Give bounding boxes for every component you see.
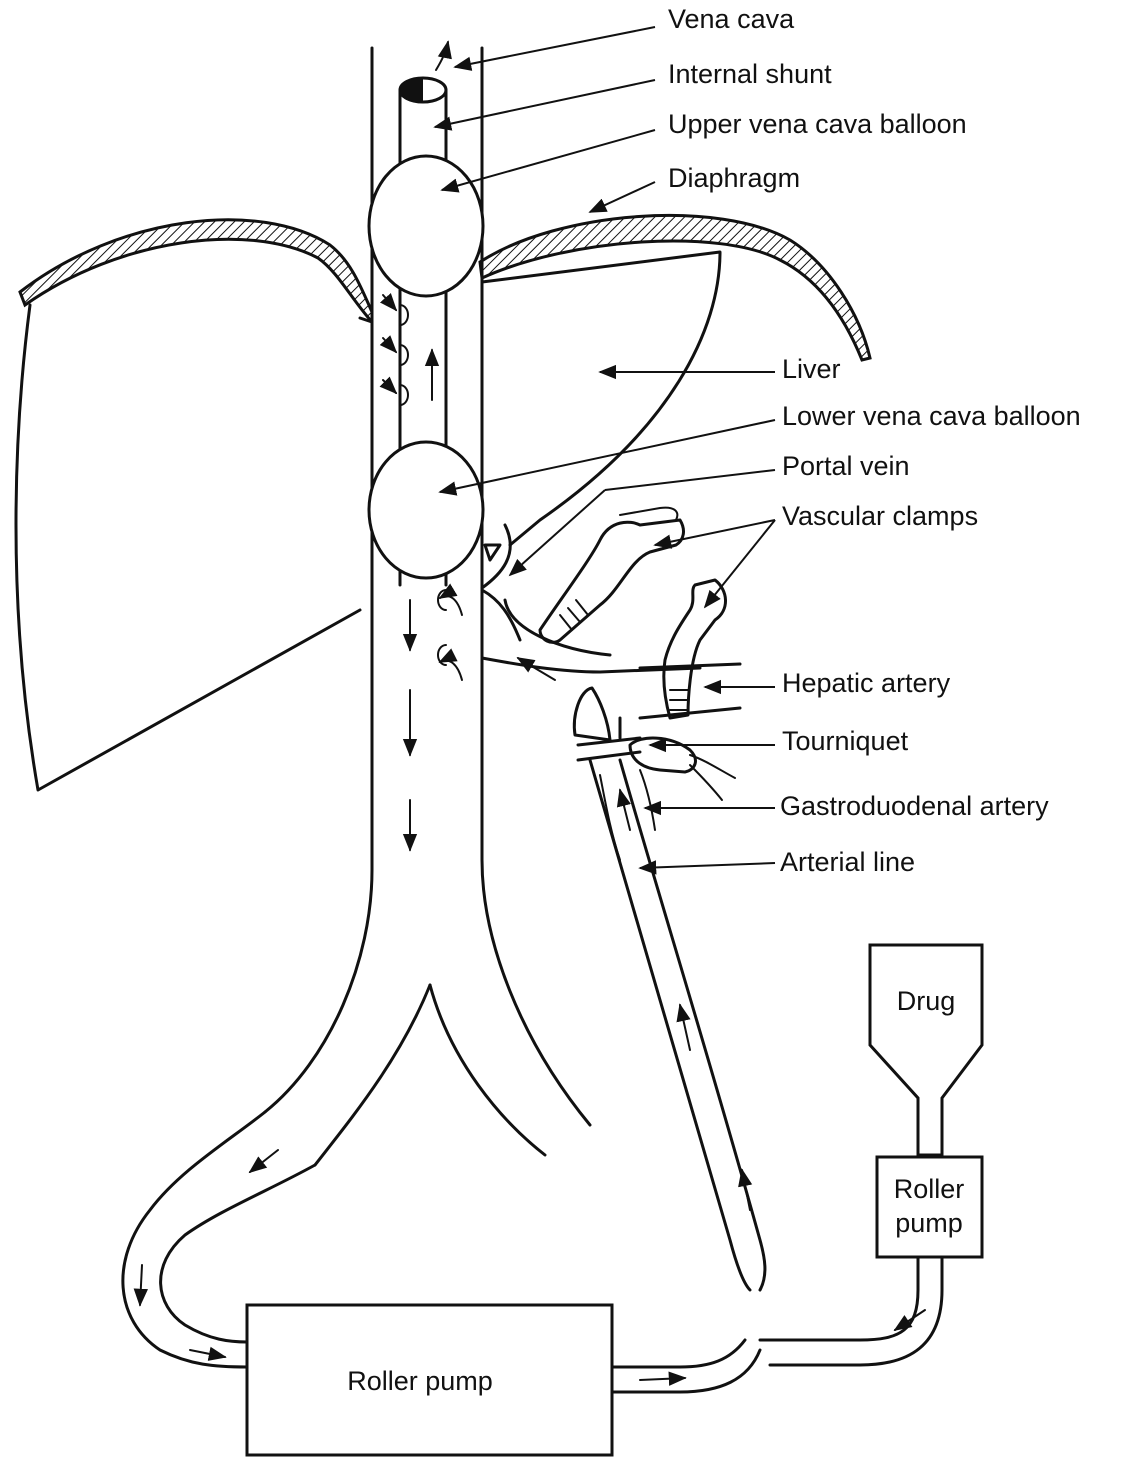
small-pump-label-line1: Roller [894, 1174, 965, 1204]
vascular-clamps [540, 508, 726, 718]
arterial-return-tubing [612, 1340, 760, 1392]
arterial-line [590, 760, 765, 1290]
label-diaphragm: Diaphragm [668, 163, 800, 193]
label-arterial-line: Arterial line [780, 847, 915, 877]
label-gastroduodenal-artery: Gastroduodenal artery [780, 791, 1049, 821]
label-internal-shunt: Internal shunt [668, 59, 832, 89]
label-upper-vena-cava-balloon: Upper vena cava balloon [668, 109, 967, 139]
small-pump-label-line2: pump [895, 1208, 963, 1238]
label-tourniquet: Tourniquet [782, 726, 909, 756]
label-hepatic-artery: Hepatic artery [782, 668, 951, 698]
label-vena-cava: Vena cava [668, 4, 795, 34]
labels: Vena cava Internal shunt Upper vena cava… [668, 4, 1081, 877]
label-liver: Liver [782, 354, 841, 384]
drug-reservoir: Drug [870, 945, 982, 1155]
lower-vena-cava-balloon [369, 442, 483, 578]
liver [16, 252, 720, 790]
small-roller-pump: Roller pump [877, 1157, 982, 1257]
upper-vena-cava-balloon [369, 156, 483, 296]
main-roller-pump: Roller pump [247, 1305, 612, 1455]
label-lower-vena-cava-balloon: Lower vena cava balloon [782, 401, 1081, 431]
label-portal-vein: Portal vein [782, 451, 910, 481]
label-vascular-clamps: Vascular clamps [782, 501, 978, 531]
drug-label: Drug [897, 986, 956, 1016]
main-pump-label: Roller pump [347, 1366, 493, 1396]
